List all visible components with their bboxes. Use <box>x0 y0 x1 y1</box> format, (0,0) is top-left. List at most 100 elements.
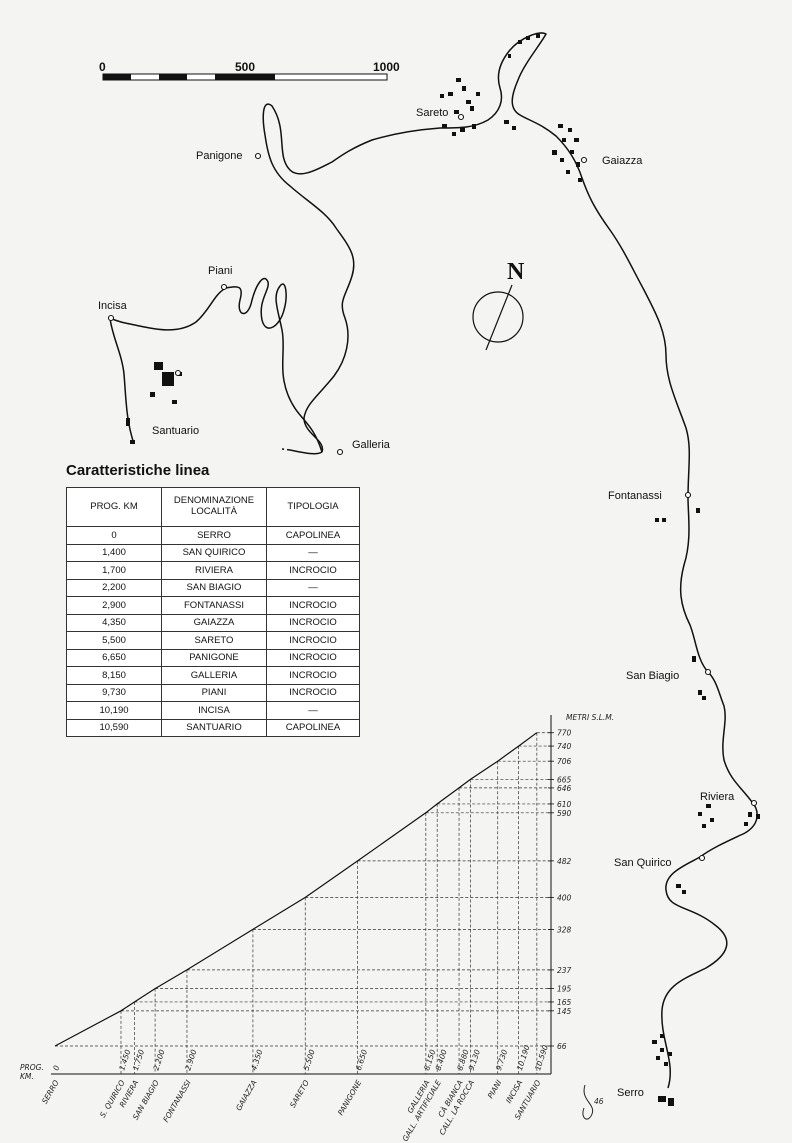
signature: 46 <box>582 1084 604 1120</box>
profile-km-label: 10.590 <box>533 1044 550 1072</box>
profile-elevation-label: 610 <box>557 800 572 809</box>
profile-station-label: SARETO <box>288 1078 311 1109</box>
table-header-row: PROG. KM DENOMINAZIONE LOCALITÀ TIPOLOGI… <box>66 487 360 527</box>
label-piani: Piani <box>208 265 232 277</box>
profile-elevation-label: 66 <box>557 1042 567 1051</box>
cell-prog-km: 8,150 <box>66 666 162 685</box>
label-riviera: Riviera <box>700 791 735 803</box>
cell-prog-km: 4,350 <box>66 613 162 632</box>
cell-prog-km: 9,730 <box>66 683 162 702</box>
tunnel-segment <box>281 448 291 451</box>
profile-km-label: 2.200 <box>151 1048 166 1071</box>
label-san-biagio: San Biagio <box>626 670 679 682</box>
cell-tipologia: INCROCIO <box>266 666 360 685</box>
label-fontanassi: Fontanassi <box>608 490 662 502</box>
profile-km-label: 9.730 <box>494 1048 509 1071</box>
cell-localita: RIVIERA <box>161 561 267 580</box>
cell-tipologia: CAPOLINEA <box>266 718 360 737</box>
cell-localita: SAN QUIRICO <box>161 543 267 562</box>
table-title: Caratteristiche linea <box>66 462 210 479</box>
header-denominazione: DENOMINAZIONE LOCALITÀ <box>161 487 267 527</box>
scale-label-1000: 1000 <box>373 60 400 74</box>
cell-prog-km: 10,590 <box>66 718 162 737</box>
profile-km-label: 4.350 <box>249 1048 264 1071</box>
profile-elevation-label: 145 <box>557 1007 572 1016</box>
cell-localita: SAN BIAGIO <box>161 578 267 597</box>
cell-tipologia: — <box>266 543 360 562</box>
profile-y-axis-label: METRI S.L.M. <box>566 713 614 722</box>
cell-prog-km: 2,200 <box>66 578 162 597</box>
cell-localita: SERRO <box>161 526 267 545</box>
place-labels: Sareto Gaiazza Panigone Piani Incisa San… <box>98 107 735 1099</box>
label-gaiazza: Gaiazza <box>602 155 643 167</box>
scale-label-0: 0 <box>99 60 106 74</box>
settlement-blocks <box>126 34 760 1106</box>
cell-tipologia: INCROCIO <box>266 613 360 632</box>
profile-elevation-label: 165 <box>557 998 572 1007</box>
profile-elevation-label: 706 <box>557 757 572 766</box>
profile-elevation-label: 646 <box>557 784 572 793</box>
line-characteristics-table: PROG. KM DENOMINAZIONE LOCALITÀ TIPOLOGI… <box>66 487 360 737</box>
railway-branch <box>109 277 323 453</box>
station-markers <box>107 113 758 862</box>
profile-km-label: 6.650 <box>354 1048 369 1071</box>
profile-elevation-label: 237 <box>557 966 572 975</box>
cell-prog-km: 0 <box>66 526 162 545</box>
profile-station-label: GAIAZZA <box>234 1079 259 1113</box>
profile-elevation-label: 195 <box>557 985 572 994</box>
signature-text: 46 <box>594 1097 604 1106</box>
north-arrow-icon: N <box>472 259 525 351</box>
cell-prog-km: 6,650 <box>66 648 162 667</box>
profile-elevation-label: 328 <box>557 925 572 934</box>
profile-km-label: 2.900 <box>183 1048 198 1071</box>
profile-station-label: PANIGONE <box>336 1078 364 1117</box>
cell-tipologia: INCROCIO <box>266 561 360 580</box>
header-prog-km: PROG. KM <box>66 487 162 527</box>
profile-station-label: PIANI <box>486 1078 504 1100</box>
profile-grid <box>55 732 551 1074</box>
profile-elevation-label: 665 <box>557 775 572 784</box>
cell-tipologia: INCROCIO <box>266 631 360 650</box>
cell-tipologia: — <box>266 578 360 597</box>
cell-localita: GAIAZZA <box>161 613 267 632</box>
profile-elevation-label: 482 <box>557 857 572 866</box>
profile-elevation-label: 590 <box>557 809 572 818</box>
cell-prog-km: 1,700 <box>66 561 162 580</box>
scale-bar: 0 500 1000 <box>99 60 400 81</box>
cell-localita: INCISA <box>161 701 267 720</box>
cell-tipologia: — <box>266 701 360 720</box>
profile-line <box>54 732 538 1047</box>
north-letter: N <box>507 259 525 285</box>
cell-tipologia: INCROCIO <box>266 648 360 667</box>
cell-localita: PIANI <box>161 683 267 702</box>
railway-line <box>262 32 758 1089</box>
cell-tipologia: INCROCIO <box>266 596 360 615</box>
profile-elevation-label: 400 <box>557 893 572 902</box>
cell-tipologia: CAPOLINEA <box>266 526 360 545</box>
label-serro: Serro <box>617 1087 644 1099</box>
profile-km-label: 0 <box>51 1064 61 1072</box>
label-santuario: Santuario <box>152 425 199 437</box>
cell-prog-km: 2,900 <box>66 596 162 615</box>
profile-elevation-label: 770 <box>557 729 572 738</box>
profile-km-label: 10.190 <box>515 1044 532 1072</box>
profile-elevation-label: 740 <box>557 742 572 751</box>
profile-station-label: FONTANASSI <box>161 1078 193 1124</box>
profile-km-label: 5.500 <box>302 1048 317 1071</box>
scale-label-500: 500 <box>235 60 255 74</box>
cell-prog-km: 5,500 <box>66 631 162 650</box>
cell-localita: GALLERIA <box>161 666 267 685</box>
